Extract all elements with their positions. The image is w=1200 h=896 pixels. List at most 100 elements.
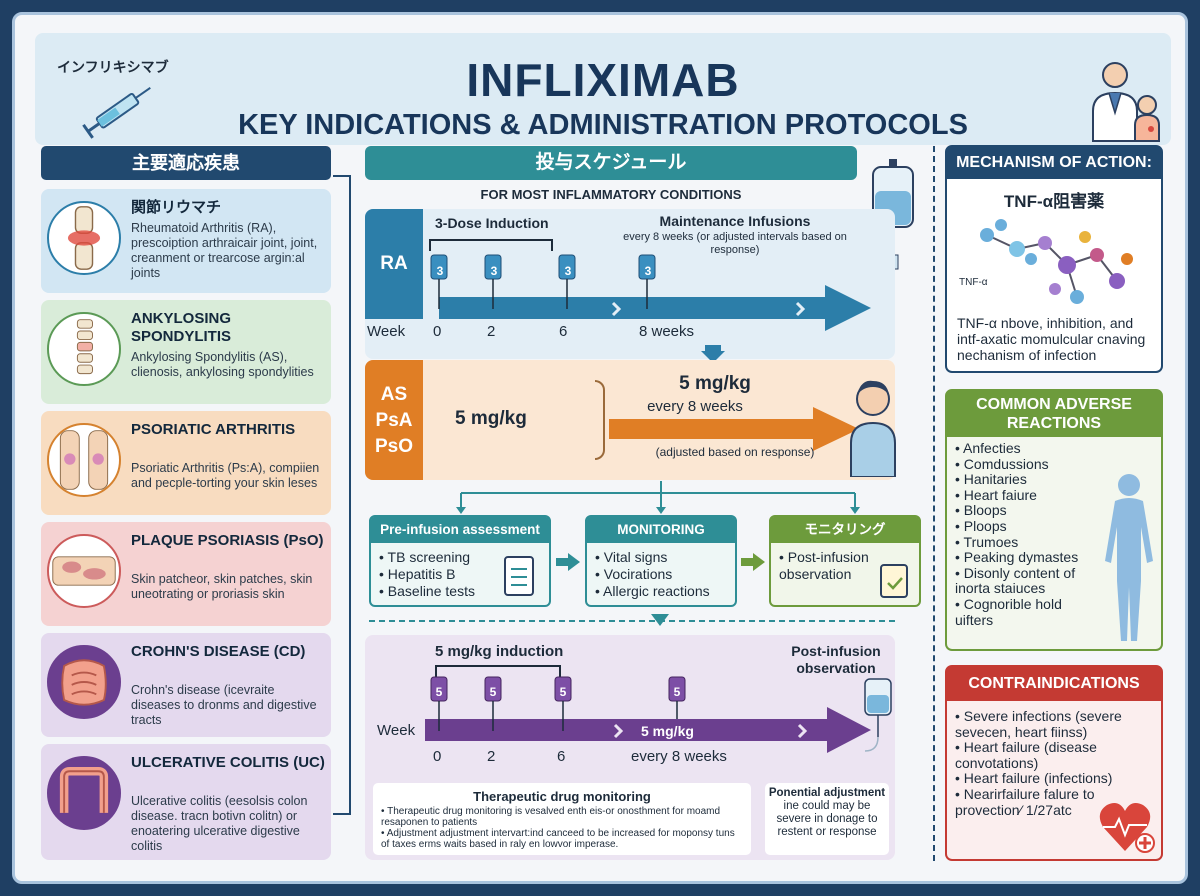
contra-item: Heart failure (disease convotations) xyxy=(955,739,1135,771)
ra-week-tick: 6 xyxy=(559,323,568,340)
ra-maintenance-label: Maintenance Infusions xyxy=(659,213,811,229)
molecule-icon xyxy=(980,219,1133,304)
ra-induction-bracket xyxy=(429,239,553,251)
cd-dose-badge: 5 xyxy=(489,685,497,699)
adverse-panel: COMMON ADVERSE REACTIONS Anfecties Comdu… xyxy=(945,389,1163,651)
cd-maint-dose: 5 mg/kg xyxy=(641,723,694,739)
adverse-heading: COMMON ADVERSE REACTIONS xyxy=(947,391,1161,437)
step-item: Post-infusion observation xyxy=(779,549,875,583)
ra-dose-badge: 3 xyxy=(644,264,652,278)
as-label: AS xyxy=(380,384,408,405)
as-maint-freq: every 8 weeks xyxy=(647,398,743,415)
branch-connector xyxy=(456,481,860,514)
column-divider xyxy=(933,146,935,861)
cd-week-tick: 6 xyxy=(557,748,566,765)
contra-item: Severe infections (severe sevecen, heart… xyxy=(955,708,1135,740)
molecule-label: TNF-α xyxy=(959,277,988,288)
step-item: Allergic reactions xyxy=(595,583,727,600)
ra-label: RA xyxy=(365,209,423,319)
indication-card-cd: CROHN'S DISEASE (CD) Crohn's disease (ic… xyxy=(41,633,331,737)
right-arrow-icon xyxy=(556,553,580,571)
down-triangle-icon xyxy=(651,614,669,626)
indication-desc: Ulcerative colitis (eesolsis colon disea… xyxy=(131,794,308,853)
step-monitoring: MONITORING Vital signs Vocirations Aller… xyxy=(585,515,737,607)
contra-panel: CONTRAINDICATIONS Severe infections (sev… xyxy=(945,665,1163,861)
as-labels: AS PsA PsO xyxy=(365,360,423,480)
step-observation: モニタリング Post-infusion observation xyxy=(769,515,921,607)
ra-week-tick: 2 xyxy=(487,323,496,340)
indication-name: PSORIATIC ARTHRITIS xyxy=(131,421,296,438)
cd-week-label: Week xyxy=(377,722,416,739)
drug-name-jp: インフリキシマブ xyxy=(57,59,169,75)
tdm-item-text: Adjustment adjustment intervart:ind canc… xyxy=(381,828,735,850)
step-item: Hepatitis B xyxy=(379,566,541,583)
cd-maint-freq: every 8 weeks xyxy=(631,748,727,765)
tdm-item: • Adjustment adjustment intervart:ind ca… xyxy=(381,828,735,850)
tdm-note: Therapeutic drug monitoring • Therapeuti… xyxy=(373,783,751,855)
adverse-item: Trumoes xyxy=(955,534,1079,551)
adverse-item: Peaking dymastes xyxy=(955,550,1079,566)
adjustment-note: Ponential adjustment ine could may be se… xyxy=(765,783,889,855)
psa-label: PsA xyxy=(375,410,413,431)
indication-card-uc: ULCERATIVE COLITIS (UC) Ulcerative colit… xyxy=(41,744,331,860)
contra-item: Nearirfailure falure to provection⁄ 1/27… xyxy=(955,786,1135,818)
ra-induction-label: 3-Dose Induction xyxy=(435,215,549,231)
section-divider xyxy=(369,620,895,622)
ra-week-tick: 0 xyxy=(433,323,442,340)
step-title: MONITORING xyxy=(587,517,735,543)
checklist-icon xyxy=(504,556,534,596)
adverse-item: Cognorible hold uifters xyxy=(955,596,1079,628)
clipboard-icon xyxy=(880,564,908,598)
indication-card-pso: PLAQUE PSORIASIS (PsO) Skin patcheor, sk… xyxy=(41,522,331,626)
indication-name: ANKYLOSING SPONDYLITIS xyxy=(131,310,232,345)
contra-item: Heart failure (infections) xyxy=(955,771,1135,787)
indication-card-as: ANKYLOSING SPONDYLITIS Ankylosing Spondy… xyxy=(41,300,331,404)
cd-week-tick: 2 xyxy=(487,748,496,765)
tdm-item: • Therapeutic drug monitoring is vesalve… xyxy=(381,806,721,828)
intestine-icon xyxy=(47,645,121,719)
human-body-icon xyxy=(1105,474,1153,641)
header-banner: インフリキシマブ INFLIXIMAB KEY INDICATIONS & AD… xyxy=(35,33,1171,145)
adverse-item: Bloops xyxy=(955,503,1079,519)
adverse-item: Disonly content of inorta staiuces xyxy=(955,565,1079,597)
adjustment-title: Ponential adjustment xyxy=(768,787,886,799)
indication-desc: Crohn's disease (icevraite diseases to d… xyxy=(131,683,317,727)
mechanism-subheading: TNF-α阻害薬 xyxy=(1003,192,1105,211)
ra-maintenance-note: every 8 weeks (or adjusted intervals bas… xyxy=(623,231,847,256)
indication-desc: Psoriatic Arthritis (Ps:A), compiien and… xyxy=(131,461,320,490)
adverse-item: Ploops xyxy=(955,518,1079,535)
adverse-item: Heart faiure xyxy=(955,487,1079,504)
iv-bag-small-icon xyxy=(864,678,892,752)
adverse-item: Comdussions xyxy=(955,456,1079,473)
step-pre-infusion: Pre-infusion assessment TB screening Hep… xyxy=(369,515,551,607)
step-item: Baseline tests xyxy=(379,583,541,600)
indication-name: CROHN'S DISEASE (CD) xyxy=(131,643,306,660)
adverse-item: Hanitaries xyxy=(955,472,1079,488)
cd-dose-badge: 5 xyxy=(435,685,443,699)
adjustment-text: ine could may be severe in donage to res… xyxy=(776,800,878,838)
indication-name: 関節リウマチ xyxy=(131,199,222,216)
colon-icon xyxy=(47,756,121,830)
indication-desc: Skin patcheor, skin patches, skin uneotr… xyxy=(131,572,313,601)
vial-icon xyxy=(430,254,656,309)
mechanism-text: TNF-α nbove, inhibition, and intf-axatic… xyxy=(957,315,1146,363)
ra-dose-badge: 3 xyxy=(564,264,572,278)
indication-name: PLAQUE PSORIASIS (PsO) xyxy=(131,532,324,549)
spine-icon xyxy=(47,312,121,386)
as-induction-dose: 5 mg/kg xyxy=(455,408,527,429)
cd-dose-badge: 5 xyxy=(559,685,567,699)
as-maint-dose: 5 mg/kg xyxy=(679,373,751,394)
cd-timeline xyxy=(425,676,871,753)
as-arrow xyxy=(609,407,859,451)
page-subtitle: KEY INDICATIONS & ADMINISTRATION PROTOCO… xyxy=(238,109,968,141)
indication-card-psa: PSORIATIC ARTHRITIS Psoriatic Arthritis … xyxy=(41,411,331,515)
step-item: Vital signs xyxy=(595,549,727,566)
mechanism-heading: MECHANISM OF ACTION: xyxy=(947,147,1161,179)
contra-list: Severe infections (severe sevecen, heart… xyxy=(947,701,1143,822)
right-arrow-icon xyxy=(741,553,765,571)
tdm-title: Therapeutic drug monitoring xyxy=(473,789,651,804)
doctor-patient-icon xyxy=(1092,62,1160,142)
ra-week-label: Week xyxy=(367,323,406,340)
ra-week-tick: 8 weeks xyxy=(639,323,695,340)
skin-plaque-icon xyxy=(47,534,121,608)
